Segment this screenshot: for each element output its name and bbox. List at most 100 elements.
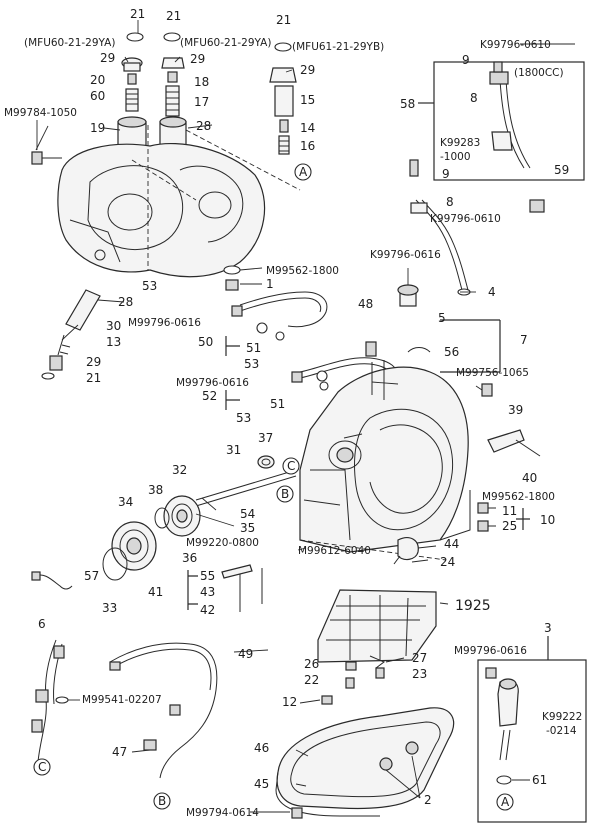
callout-51: 51 [246, 341, 261, 355]
part-number: M99784-1050 [4, 107, 77, 119]
reference-mark-a: A [299, 165, 308, 179]
part-number-suffix: -1000 [440, 151, 471, 163]
callout-53: 53 [142, 279, 157, 293]
valve-stack-middle [159, 32, 187, 163]
callout-54: 54 [240, 507, 255, 521]
callout-52: 52 [202, 389, 217, 403]
callout-5: 5 [438, 311, 446, 325]
callout-60: 60 [90, 89, 105, 103]
plug-1 [223, 265, 241, 291]
oil-pipe-upper [231, 291, 328, 341]
callout-43: 43 [200, 585, 215, 599]
leader-lines [35, 56, 530, 813]
callout-9: 9 [462, 53, 470, 67]
callout-48: 48 [358, 297, 373, 311]
callout-40: 40 [522, 471, 537, 485]
callout-33: 33 [102, 601, 117, 615]
dipstick-box [418, 43, 585, 181]
callout-49: 49 [238, 647, 253, 661]
part-number: M99541-02207 [82, 694, 162, 706]
part-number: (MFU60-21-29YA) [180, 37, 271, 49]
callout-labels: 21 21 21 (MFU60-21-29YA) (MFU60-21-29YA)… [4, 7, 582, 819]
callout-20: 20 [90, 73, 105, 87]
callout-22: 22 [304, 673, 319, 687]
callout-26: 26 [304, 657, 319, 671]
shaft-group-41 [221, 564, 263, 612]
callout-24: 24 [440, 555, 455, 569]
part-number: K99222 [542, 711, 582, 723]
callout-53: 53 [236, 411, 251, 425]
callout-9: 9 [442, 167, 450, 181]
callout-29: 29 [190, 52, 205, 66]
callout-19: 19 [90, 121, 105, 135]
callout-2: 2 [424, 793, 432, 807]
callout-18: 18 [194, 75, 209, 89]
sensor-44 [393, 537, 419, 565]
transaxle-main-case [299, 341, 471, 561]
callout-21: 21 [166, 9, 181, 23]
part-number: K99796-0610 [480, 39, 551, 51]
callout-12: 12 [282, 695, 297, 709]
callout-28: 28 [196, 119, 211, 133]
sensor-48 [397, 268, 419, 307]
group-brackets [187, 319, 530, 610]
reference-mark-c: C [287, 459, 295, 473]
shift-rod-assembly [41, 289, 101, 380]
clutch-drum-32 [163, 495, 201, 537]
callout-6: 6 [38, 617, 46, 631]
callout-29: 29 [300, 63, 315, 77]
part-number: M99562-1800 [482, 491, 555, 503]
snap-ring-33 [102, 547, 128, 581]
part-number: M99796-0616 [128, 317, 201, 329]
callout-36: 36 [182, 551, 197, 565]
callout-8: 8 [470, 91, 478, 105]
part-number: M99796-0616 [454, 645, 527, 657]
part-number: M99794-0614 [186, 807, 259, 819]
part-number: M99220-0800 [186, 537, 259, 549]
part-number: K99796-0610 [430, 213, 501, 225]
part-number: M99756-1065 [456, 367, 529, 379]
callout-42: 42 [200, 603, 215, 617]
callout-38: 38 [148, 483, 163, 497]
reference-mark-b: B [281, 487, 289, 501]
callout-23: 23 [412, 667, 427, 681]
callout-56: 56 [444, 345, 459, 359]
callout-21: 21 [276, 13, 291, 27]
transaxle-housing [57, 125, 301, 278]
callout-8: 8 [446, 195, 454, 209]
callout-28: 28 [118, 295, 133, 309]
callout-4: 4 [488, 285, 496, 299]
callout-1: 1 [266, 277, 274, 291]
part-number-suffix: -0214 [546, 725, 577, 737]
callout-10: 10 [540, 513, 555, 527]
callout-50: 50 [198, 335, 213, 349]
callout-55: 55 [200, 569, 215, 583]
callout-21: 21 [86, 371, 101, 385]
callout-34: 34 [118, 495, 133, 509]
reference-mark-c: C [38, 760, 46, 774]
part-number: (MFU61-21-29YB) [292, 41, 384, 53]
callout-15: 15 [300, 93, 315, 107]
small-bolts [321, 655, 385, 705]
callout-25: 25 [502, 519, 517, 533]
reference-mark-a: A [501, 795, 510, 809]
callout-46: 46 [254, 741, 269, 755]
part-number: M99796-0616 [176, 377, 249, 389]
callout-14: 14 [300, 121, 315, 135]
callout-58: 58 [400, 97, 415, 111]
callout-30: 30 [106, 319, 121, 333]
callout-27: 27 [412, 651, 427, 665]
reference-mark-circles [33, 163, 514, 811]
part-number: K99796-0616 [370, 249, 441, 261]
callout-47: 47 [112, 745, 127, 759]
sensor-57 [31, 571, 73, 590]
input-shaft [195, 455, 297, 507]
speedometer-cable [109, 642, 218, 779]
seal-38 [154, 507, 170, 529]
callout-17: 17 [194, 95, 209, 109]
solenoid-box [477, 636, 587, 823]
callout-59: 59 [554, 163, 569, 177]
callout-41: 41 [148, 585, 163, 599]
part-number: M99612-6040 [298, 545, 371, 557]
